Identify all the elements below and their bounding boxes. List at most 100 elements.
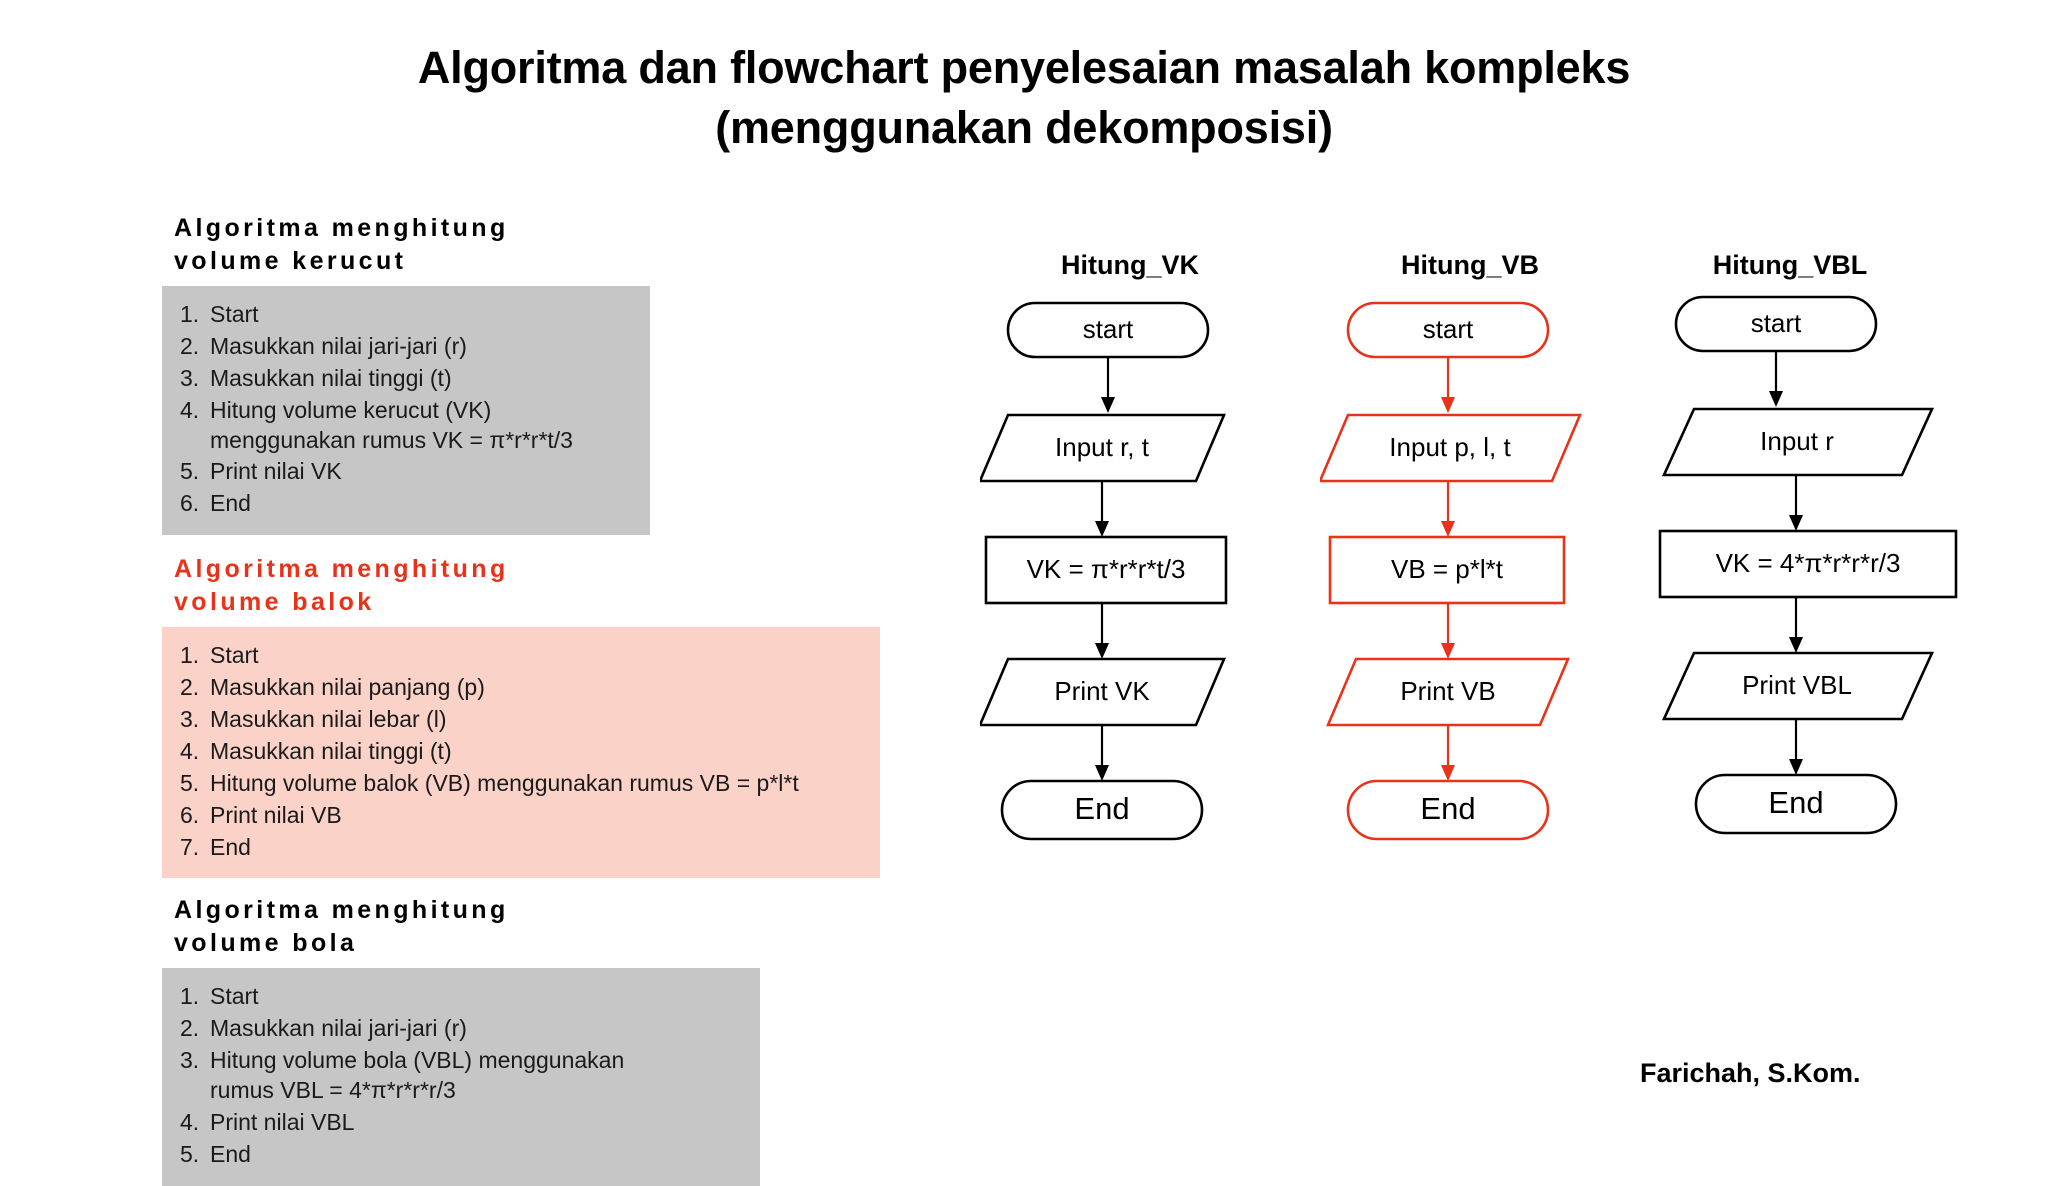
step-number: 2. [180, 332, 200, 359]
step-text: Masukkan nilai tinggi (t) [210, 737, 452, 764]
step-number: 2. [180, 1015, 200, 1042]
list-item: 5. Hitung volume balok (VB) menggunakan r… [180, 769, 870, 799]
algorithm-heading-bola: Algoritma menghitung volume bola [174, 896, 509, 958]
page-title-line-1: Algoritma dan flowchart penyelesaian mas… [417, 42, 1631, 93]
node-output-shape[interactable] [1661, 651, 1935, 721]
list-item: 3. Masukkan nilai tinggi (t) [180, 364, 640, 394]
node-input-label: Input p, l, t [1389, 432, 1511, 462]
step-text: Masukkan nilai panjang (p) [210, 674, 485, 701]
node-end-shape[interactable] [1000, 779, 1204, 841]
step-text: Print nilai VBL [210, 1109, 355, 1136]
list-item: 1. Start [180, 641, 870, 671]
step-number: 3. [180, 1047, 200, 1074]
node-end-shape[interactable] [1346, 779, 1550, 841]
step-number: 4. [180, 737, 200, 764]
node-process-shape[interactable] [1658, 529, 1958, 599]
step-text: Start [210, 983, 259, 1010]
flowchart-hitung-vk: Hitung_VK start Input r, t VK = π*r*r*t/… [980, 250, 1280, 905]
flowchart-title-hitung-vbl: Hitung_VBL [1712, 250, 1868, 280]
node-process-shape[interactable] [1328, 535, 1566, 605]
arrow-icon [1441, 643, 1455, 659]
list-item: 5.Print nilai VK [180, 457, 640, 487]
node-end-shape[interactable] [1694, 773, 1898, 835]
step-number: 6. [180, 490, 200, 517]
node-output-shape[interactable] [1326, 657, 1570, 727]
step-number: 6. [180, 801, 200, 828]
flowchart-hitung-vb: Hitung_VB start Input p, l, t VB = p*l*t… [1320, 250, 1620, 905]
flowchart-title-hitung-vk: Hitung_VK [1061, 250, 1199, 280]
node-start-label: start [1751, 308, 1802, 338]
algorithm-heading-balok: Algoritma menghitung volume balok [174, 555, 509, 617]
algorithm-heading-kerucut: Algoritma menghitung volume kerucut [174, 214, 509, 275]
arrow-icon [1095, 643, 1109, 659]
list-item: 3. Hitung volume bola (VBL) menggunakan r… [180, 1046, 750, 1106]
node-output-shape[interactable] [980, 657, 1226, 727]
list-item: 6. Print nilai VB [180, 801, 870, 831]
list-item: 2. Masukkan nilai jari-jari (r) [180, 332, 640, 362]
node-output-label: Print VK [1054, 676, 1150, 706]
step-number: 5. [180, 1140, 200, 1167]
flowchart-diagram-vb: start Input p, l, t VB = p*l*t Print VB … [1320, 301, 1582, 841]
step-text: Print nilai VK [210, 458, 342, 485]
page-title-line-2: (menggunakan dekomposisi) [715, 101, 1333, 153]
arrow-icon [1441, 521, 1455, 537]
algorithm-steps-balok: 1. Start 2. Masukkan nilai panjang (p) 3.M… [162, 627, 880, 879]
step-text: Masukkan nilai jari-jari (r) [210, 332, 467, 359]
flowchart-hitung-vbl: Hitung_VBL start Input r VK = 4*π*r*r*r/… [1640, 250, 1958, 905]
step-text: Start [210, 301, 259, 327]
list-item: 2. Masukkan nilai jari-jari (r) [180, 1014, 750, 1044]
node-output-label: Print VB [1400, 676, 1495, 706]
step-text: Print nilai VB [210, 801, 342, 828]
step-text: Hitung volume kerucut (VK) menggunakan r… [210, 396, 573, 453]
algorithm-list-column: Algoritma menghitung volume kerucut 1. St… [162, 212, 922, 1186]
step-number: 1. [180, 301, 200, 327]
list-item: 2. Masukkan nilai panjang (p) [180, 673, 870, 703]
arrow-icon [1789, 759, 1803, 775]
step-number: 7. [180, 833, 200, 860]
author-credit: Farichah, S.Kom. [1640, 1058, 1861, 1088]
step-number: 1. [180, 983, 200, 1010]
algorithm-block-balok: Algoritma menghitung volume balok 1. Star… [162, 535, 922, 879]
list-item: 4.Hitung volume kerucut (VK) menggunakan… [180, 396, 640, 456]
list-item: 1. Start [180, 300, 640, 330]
arrow-icon [1769, 391, 1783, 407]
list-item: 5. End [180, 1140, 750, 1170]
algorithm-steps-bola: 1. Start 2. Masukkan nilai jari-jari (r) 3… [162, 968, 760, 1186]
step-text: Start [210, 642, 259, 669]
node-end-label: End [1074, 791, 1129, 826]
node-input-label: Input r [1760, 426, 1834, 456]
step-text: End [210, 1140, 251, 1167]
step-text: Masukkan nilai jari-jari (r) [210, 1015, 467, 1042]
algorithm-block-bola: Algoritma menghitung volume bola 1. Start… [162, 878, 922, 1186]
node-end-label: End [1420, 791, 1475, 826]
step-number: 1. [180, 642, 200, 669]
step-text: Masukkan nilai lebar (l) [210, 706, 447, 733]
step-number: 2. [180, 674, 200, 701]
node-input-shape[interactable] [1661, 407, 1935, 477]
step-text: Masukkan nilai tinggi (t) [210, 364, 452, 391]
node-process-label: VK = π*r*r*t/3 [1027, 554, 1186, 584]
page-title: Algoritma dan flowchart penyelesaian mas… [0, 38, 2048, 158]
list-item: 3.Masukkan nilai lebar (l) [180, 705, 870, 735]
algorithm-steps-kerucut: 1. Start 2. Masukkan nilai jari-jari (r) 3… [162, 286, 650, 536]
step-number: 3. [180, 364, 200, 391]
flowchart-area: Hitung_VK start Input r, t VK = π*r*r*t/… [980, 250, 2020, 1010]
list-item: 6. End [180, 489, 640, 519]
step-text: End [210, 490, 251, 517]
arrow-icon [1101, 397, 1115, 413]
node-start-label: start [1423, 314, 1474, 344]
node-input-shape[interactable] [1320, 413, 1582, 483]
node-process-shape[interactable] [984, 535, 1228, 605]
step-text: Hitung volume balok (VB) menggunakan rum… [210, 769, 799, 796]
step-text: End [210, 833, 251, 860]
list-item: 4. Masukkan nilai tinggi (t) [180, 737, 870, 767]
step-number: 4. [180, 1109, 200, 1136]
node-output-label: Print VBL [1742, 670, 1852, 700]
arrow-icon [1441, 397, 1455, 413]
arrow-icon [1095, 765, 1109, 781]
node-input-shape[interactable] [980, 413, 1226, 483]
flowchart-diagram-vk: start Input r, t VK = π*r*r*t/3 Print VK [980, 301, 1228, 841]
step-text: Hitung volume bola (VBL) menggunakan rum… [210, 1047, 625, 1104]
node-input-label: Input r, t [1055, 432, 1150, 462]
step-number: 5. [180, 769, 200, 796]
